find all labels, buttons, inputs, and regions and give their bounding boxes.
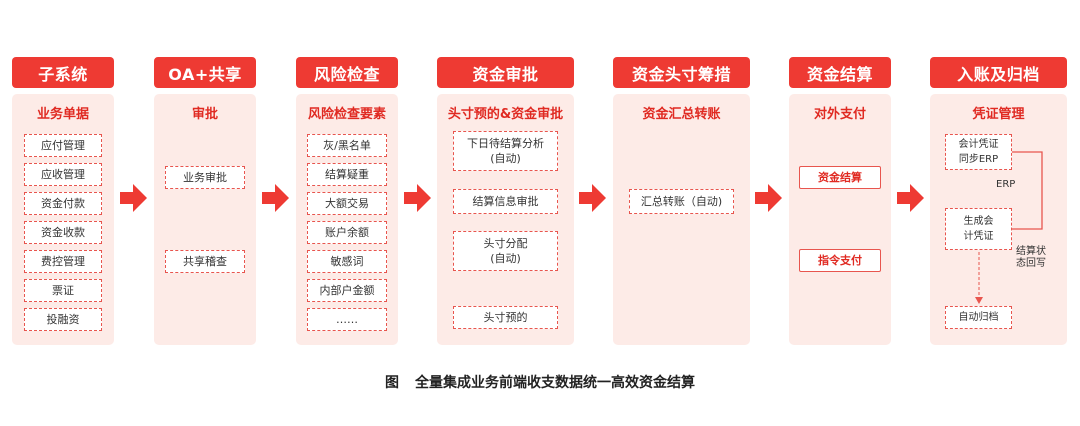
item-box: 下日待结算分析 (自动) [453, 131, 558, 171]
item-box: 业务审批 [165, 166, 245, 189]
step-header: OA+共享 [154, 57, 256, 88]
arrow-right-icon [120, 184, 147, 212]
item-line: (自动) [490, 252, 521, 265]
item-box: …… [307, 308, 387, 331]
item-line: 同步ERP [958, 154, 999, 165]
arrow-right-icon [579, 184, 606, 212]
item-box: 指令支付 [799, 249, 881, 272]
feedback-label: 结算状 态回写 [1016, 246, 1046, 270]
item-line: 生成会 [963, 216, 994, 227]
item-box: 费控管理 [24, 250, 102, 273]
item-box: 敏感词 [307, 250, 387, 273]
item-box: 灰/黑名单 [307, 134, 387, 157]
item-box: 投融资 [24, 308, 102, 331]
item-box: 汇总转账（自动) [629, 189, 734, 214]
caption-prefix: 图 [385, 375, 399, 391]
step-subtitle: 头寸预的&资金审批 [447, 107, 564, 122]
arrow-right-icon [755, 184, 782, 212]
step-header: 资金结算 [789, 57, 891, 88]
caption-title: 全量集成业务前端收支数据统一高效资金结算 [415, 375, 695, 391]
item-box: 头寸分配 (自动) [453, 231, 558, 271]
item-box: 结算疑重 [307, 163, 387, 186]
step-header: 入账及归档 [930, 57, 1067, 88]
step-panel: 审批 业务审批 共享稽查 [154, 94, 256, 345]
item-line: 会计凭证 [958, 139, 999, 150]
step-panel: 凭证管理 会计凭证 同步ERP ERP 生成会 计凭证 结算状 态回写 自动归档 [930, 94, 1067, 345]
item-box: 内部户金额 [307, 279, 387, 302]
item-box: 大额交易 [307, 192, 387, 215]
step-subtitle: 业务单据 [36, 107, 89, 122]
erp-label: ERP [996, 179, 1016, 190]
item-box: 共享稽查 [165, 250, 245, 273]
step-panel: 头寸预的&资金审批 下日待结算分析 (自动) 结算信息审批 头寸分配 (自动) … [437, 94, 574, 345]
item-box: 头寸预的 [453, 306, 558, 329]
step-panel: 对外支付 资金结算 指令支付 [789, 94, 891, 345]
item-box: 应收管理 [24, 163, 102, 186]
figure-caption: 图全量集成业务前端收支数据统一高效资金结算 [0, 372, 1080, 392]
step-header: 风险检查 [296, 57, 398, 88]
arrow-right-icon [404, 184, 431, 212]
item-line: 计凭证 [963, 231, 994, 242]
item-box: 自动归档 [945, 306, 1012, 329]
step-panel: 资金汇总转账 汇总转账（自动) [613, 94, 750, 345]
step-panel: 业务单据 应付管理 应收管理 资金付款 资金收款 费控管理 票证 投融资 [12, 94, 114, 345]
step-header: 资金审批 [437, 57, 574, 88]
step-header: 子系统 [12, 57, 114, 88]
item-box: 生成会 计凭证 [945, 208, 1012, 250]
step-subtitle: 审批 [191, 107, 218, 122]
item-box: 应付管理 [24, 134, 102, 157]
step-subtitle: 资金汇总转账 [642, 107, 721, 122]
item-box: 结算信息审批 [453, 189, 558, 214]
step-subtitle: 风险检查要素 [307, 107, 386, 122]
item-box: 资金收款 [24, 221, 102, 244]
feedback-line: 态回写 [1016, 258, 1046, 269]
item-line: 下日待结算分析 [467, 137, 544, 150]
item-box: 会计凭证 同步ERP [945, 134, 1012, 170]
item-line: (自动) [490, 152, 521, 165]
arrow-right-icon [262, 184, 289, 212]
feedback-line: 结算状 [1016, 246, 1046, 257]
step-panel: 风险检查要素 灰/黑名单 结算疑重 大额交易 账户余额 敏感词 内部户金额 …… [296, 94, 398, 345]
item-box: 资金结算 [799, 166, 881, 189]
item-box: 票证 [24, 279, 102, 302]
item-box: 账户余额 [307, 221, 387, 244]
item-box: 资金付款 [24, 192, 102, 215]
step-subtitle: 对外支付 [813, 107, 866, 122]
erp-flow-lines [975, 151, 1043, 304]
item-line: 头寸分配 [483, 237, 528, 250]
step-header: 资金头寸筹措 [613, 57, 750, 88]
step-subtitle: 凭证管理 [972, 107, 1025, 122]
arrow-right-icon [897, 184, 924, 212]
